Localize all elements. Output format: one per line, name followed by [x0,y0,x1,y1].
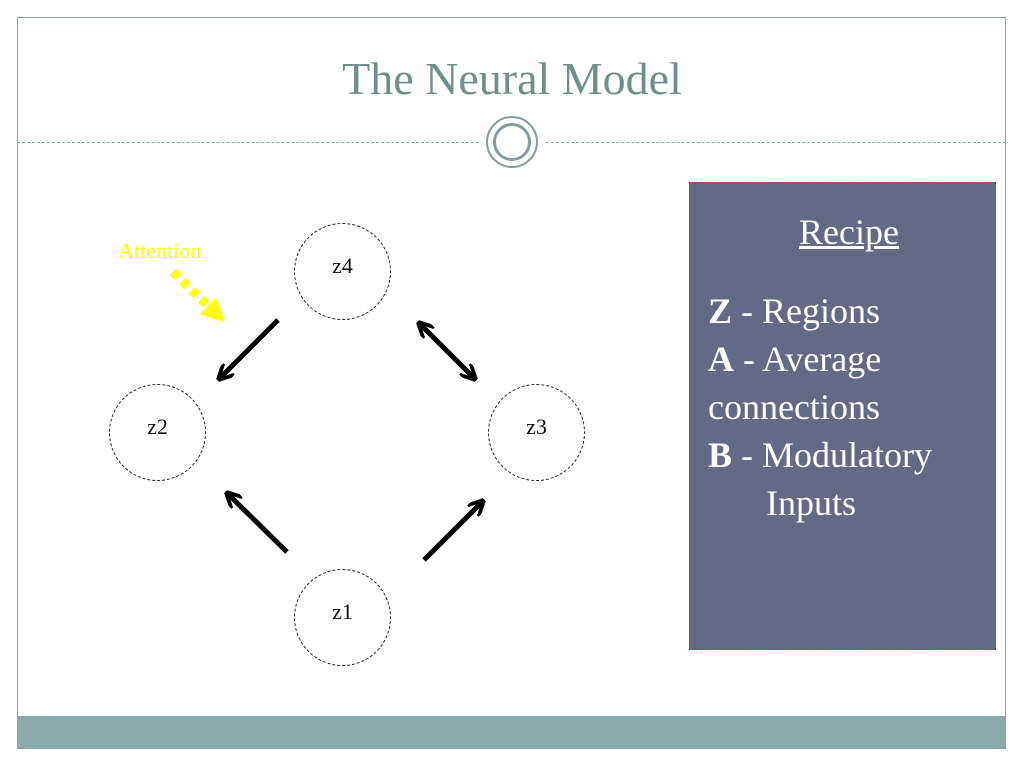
recipe-title: Recipe [799,212,899,252]
arrow-z1-to-z2 [228,494,289,554]
arrow-z4-to-z2 [220,318,280,378]
node-z4: z4 [294,223,391,320]
attention-label: Attention [118,238,202,263]
arrow-z1-to-z3 [422,502,482,562]
footer-bar [17,716,1006,749]
recipe-item-a: A - Average [708,335,932,383]
recipe-item-b-continued: Inputs [766,483,856,523]
recipe-item-z: Z - Regions [708,287,932,335]
recipe-item-a-continued: connections [708,387,880,427]
arrow-z4-z3-bidirectional [420,324,474,378]
title-divider-left [17,142,479,143]
recipe-sep: - [732,435,763,475]
recipe-sep: - [734,339,763,379]
node-z2: z2 [109,384,206,481]
recipe-item-b: B - Modulatory [708,431,932,479]
recipe-text: Regions [762,291,881,331]
recipe-key: A [708,339,734,379]
recipe-key: Z [708,291,733,331]
slide-title: The Neural Model [342,53,682,104]
node-z1-label: z1 [332,598,353,624]
attention-arrow [169,268,225,323]
node-z3-label: z3 [526,413,547,439]
divider-ornament-inner [493,123,531,161]
recipe-text: Average [762,339,882,379]
node-z3: z3 [488,384,585,481]
recipe-sep: - [732,291,763,331]
node-z1: z1 [294,569,391,666]
recipe-key: B [708,435,733,475]
recipe-box: Recipe Z - Regions A - Average connectio… [689,182,996,650]
recipe-list: Z - Regions A - Average connections B - … [708,287,932,527]
node-z4-label: z4 [332,252,353,278]
recipe-text: Modulatory [762,435,932,475]
divider-ornament-icon [486,116,538,168]
node-z2-label: z2 [147,413,168,439]
title-divider-right [546,142,1006,143]
